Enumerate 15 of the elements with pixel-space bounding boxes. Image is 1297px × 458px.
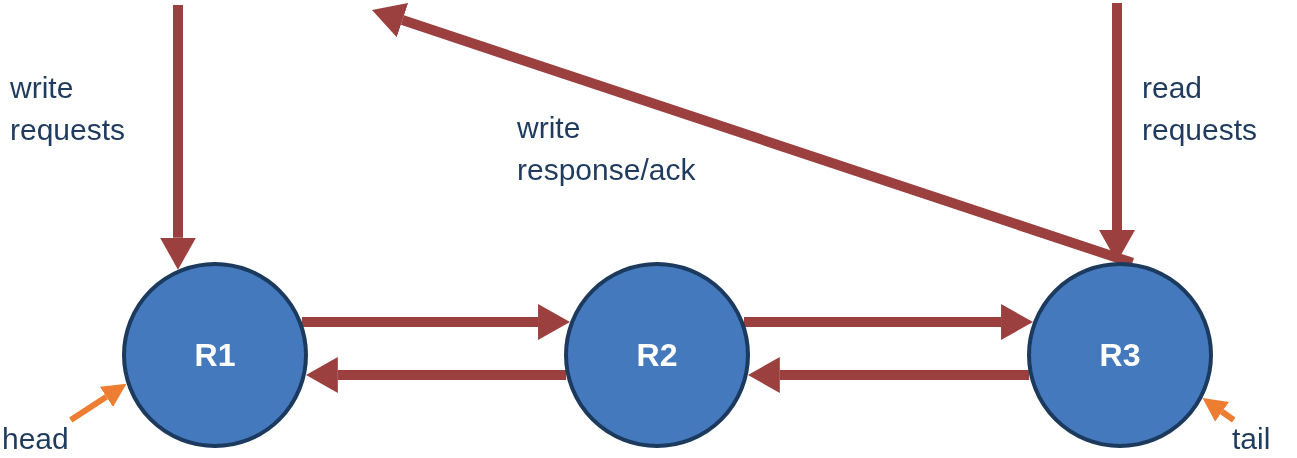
node-label: R2 (636, 336, 678, 374)
arrow (305, 357, 567, 393)
arrow (69, 383, 127, 423)
edge-label: write response/ack (517, 110, 697, 188)
edge-label: write requests (10, 70, 127, 148)
arrow (747, 357, 1030, 393)
arrow (743, 304, 1034, 340)
text-label: tail (1232, 420, 1271, 458)
edge-label: read requests (1142, 70, 1259, 148)
node-label: R1 (194, 336, 236, 374)
text-label: head (2, 420, 69, 458)
arrow (301, 304, 571, 340)
node-label: R3 (1099, 336, 1141, 374)
arrow (160, 5, 196, 270)
arrow (1202, 398, 1236, 423)
